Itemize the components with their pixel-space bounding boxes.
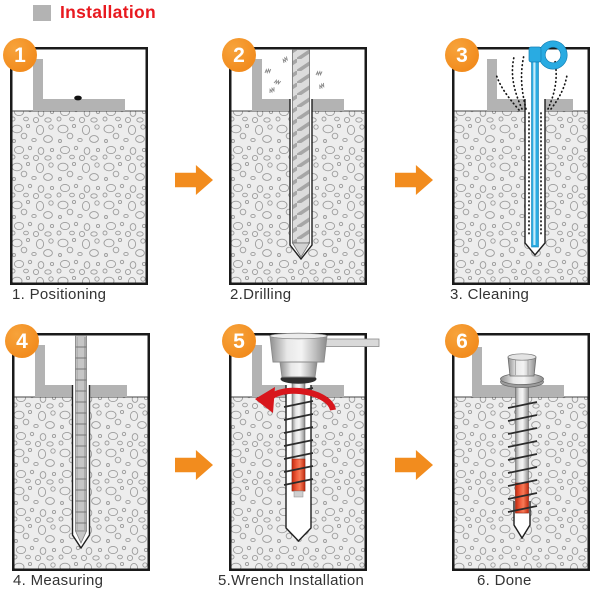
step-illustration — [229, 332, 380, 571]
arrow-right-icon — [175, 165, 213, 195]
step-caption: 5.Wrench Installation — [218, 572, 365, 589]
step-caption: 3. Cleaning — [450, 286, 530, 303]
step-panel-positioning — [10, 47, 148, 285]
step-number: 3 — [456, 43, 468, 67]
step-badge: 3 — [445, 38, 479, 72]
step-caption: 4. Measuring — [13, 572, 104, 589]
step-illustration — [452, 333, 590, 571]
step-number: 2 — [233, 43, 245, 67]
step-badge: 2 — [222, 38, 256, 72]
step-illustration — [452, 40, 590, 285]
step-caption: 6. Done — [477, 572, 532, 589]
screw-red-tip — [291, 458, 306, 492]
concrete-base — [12, 111, 146, 283]
step-number: 1 — [14, 43, 26, 67]
arrow-right-icon — [175, 450, 213, 480]
air-blower — [528, 40, 568, 248]
step-illustration — [229, 47, 367, 285]
screw-threads — [283, 387, 314, 486]
step-panel-wrench-installation — [229, 332, 380, 571]
page-title: Installation — [60, 2, 156, 22]
step-badge: 4 — [5, 324, 39, 358]
step-illustration — [10, 47, 148, 285]
step-panel-measuring — [12, 333, 150, 571]
step-badge: 1 — [3, 38, 37, 72]
socket-wrench — [269, 332, 380, 384]
arrow-right-icon — [395, 450, 433, 480]
step-number: 4 — [16, 329, 28, 353]
air-dust-lines — [495, 54, 568, 238]
step-caption: 1. Positioning — [12, 286, 107, 303]
step-panel-cleaning — [452, 40, 590, 285]
hex-head — [507, 353, 537, 377]
step-caption: 2.Drilling — [230, 286, 292, 303]
wrench-handle — [323, 338, 380, 347]
step-panel-done — [452, 333, 590, 571]
step-badge: 6 — [445, 324, 479, 358]
legend-square-icon — [33, 5, 51, 21]
depth-gauge-ruler — [74, 335, 88, 544]
self-drilling-screw — [283, 377, 314, 498]
step-panel-drilling — [229, 47, 367, 285]
arrow-right-icon — [395, 165, 433, 195]
step-badge: 5 — [222, 324, 256, 358]
dust-marks — [264, 56, 325, 94]
screw-threads — [507, 401, 538, 513]
rotation-arrow-icon — [255, 387, 336, 413]
self-drilling-screw — [500, 353, 544, 514]
angle-bracket — [33, 59, 125, 111]
step-number: 6 — [456, 329, 468, 353]
step-number: 5 — [233, 329, 245, 353]
concrete-base — [454, 111, 588, 283]
position-mark-dot — [74, 95, 82, 101]
step-illustration — [12, 333, 150, 571]
drill-bit — [291, 49, 311, 258]
